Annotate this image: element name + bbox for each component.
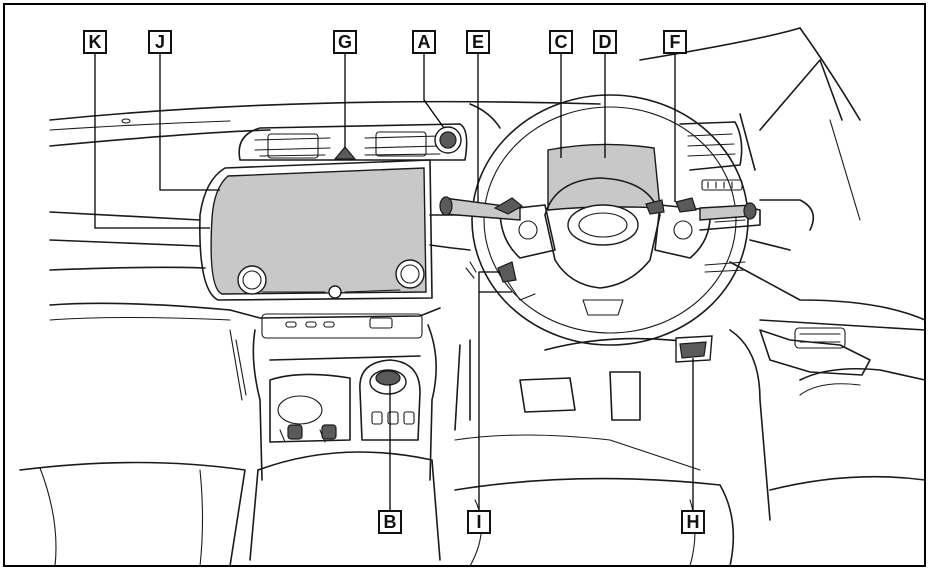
engine-switch <box>439 131 457 149</box>
multimedia-display <box>199 159 433 301</box>
callout-d: D <box>593 30 617 54</box>
seats <box>19 461 926 567</box>
callout-g: G <box>333 30 357 54</box>
callout-c: C <box>549 30 573 54</box>
dashboard-top <box>49 27 861 221</box>
figure-frame <box>3 3 926 567</box>
callout-i: I <box>467 510 491 534</box>
steering-area <box>439 94 757 431</box>
floor <box>454 335 713 471</box>
callout-b: B <box>378 510 402 534</box>
callout-j: J <box>148 30 172 54</box>
leader-lines <box>94 52 694 510</box>
callout-k: K <box>83 30 107 54</box>
center-vents <box>238 123 468 161</box>
callout-h: H <box>681 510 705 534</box>
hazard-switch <box>333 146 357 160</box>
display-screen <box>210 167 427 295</box>
callout-a: A <box>412 30 436 54</box>
center-stack <box>229 307 441 561</box>
right-door <box>729 319 926 521</box>
meter-cluster <box>547 143 661 211</box>
callout-e: E <box>466 30 490 54</box>
callout-f: F <box>663 30 687 54</box>
